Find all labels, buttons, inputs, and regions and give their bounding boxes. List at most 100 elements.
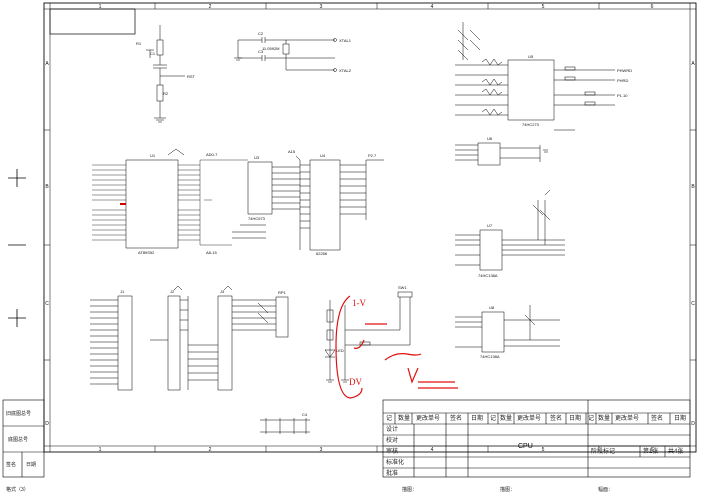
j3-label: J3 (220, 289, 225, 294)
sheet-total: 共4张 (668, 449, 684, 455)
sw1-label: SW1 (398, 285, 407, 290)
crystal-freq-label: 11.0592M (262, 46, 280, 51)
xtal2-label: XTAL2 (339, 68, 352, 73)
hdr-14: 签名 (651, 416, 664, 422)
u4-label: U4 (320, 153, 326, 158)
xtal1-label: XTAL1 (339, 38, 352, 43)
j1-label: J1 (120, 289, 125, 294)
phrd-label: PHRD (617, 78, 628, 83)
hdr-7: 数量 (500, 416, 513, 422)
row-approve: 批准 (386, 471, 399, 477)
c2-label: C2 (258, 31, 264, 36)
col-1-top: 1 (99, 4, 102, 10)
hdr-13: 更改单号 (615, 416, 640, 422)
row-design: 设计 (386, 427, 399, 433)
decoupling-caps (260, 418, 310, 434)
hdr-5: 日期 (471, 416, 484, 422)
row-check: 校对 (386, 438, 399, 444)
sheet-inner-border (43, 2, 697, 453)
signature-label: 签名 (6, 462, 17, 468)
col-6-bottom: 6 (651, 447, 654, 453)
row-a-left: A (45, 61, 49, 67)
u1-part: AT89S52 (138, 250, 155, 255)
hdr-6: 记 (490, 416, 497, 422)
u7-block (455, 189, 565, 271)
sheet-border (43, 2, 697, 453)
phwrd-label: PHWRD (617, 68, 632, 73)
r2-label: R2 (163, 91, 169, 96)
j3-block (187, 285, 276, 391)
u1-red-mark (120, 203, 126, 205)
hdr-15: 日期 (674, 416, 687, 422)
paper-size-label: 幅面： (598, 487, 614, 493)
col-5-top: 5 (542, 4, 545, 10)
col-4-top: 4 (431, 4, 434, 10)
a15-label: A15 (288, 149, 296, 154)
row-b-left: B (45, 184, 49, 190)
rst-label: RST (187, 74, 196, 79)
hdr-2: 数量 (398, 416, 411, 422)
u7-label: U7 (487, 223, 493, 228)
c1-label: C1 (150, 51, 156, 56)
j1-block (90, 295, 133, 391)
row-a-right: A (691, 61, 695, 67)
tracing-label-2: 描图： (500, 487, 516, 493)
drawing-title: CPU (518, 443, 533, 450)
hdr-11: 记 (588, 416, 595, 422)
handwritten-annotations (335, 295, 458, 399)
row-review: 审核 (386, 449, 399, 455)
row-d-left: D (45, 421, 49, 427)
col-6-top: 6 (651, 4, 654, 10)
j2-label: J2 (170, 289, 175, 294)
rp1-label: RP1 (278, 290, 287, 295)
u3-label: U3 (254, 155, 260, 160)
u7-part: 74HC138A (478, 273, 498, 278)
row-c-right: C (691, 301, 695, 307)
hdr-10: 日期 (569, 416, 582, 422)
title-block (382, 399, 691, 478)
stage-mark: 阶段标记 (591, 449, 616, 455)
col-2-bottom: 2 (209, 447, 212, 453)
u3-part: 74HC573 (248, 216, 266, 221)
top-zone-ticks (44, 3, 696, 452)
hdr-4: 签名 (450, 416, 463, 422)
c4-label: C4 (302, 412, 308, 417)
handwritten-note-1v: 1-V (352, 298, 366, 308)
row-standard: 标准化 (386, 460, 405, 466)
r1-label: R1 (136, 41, 142, 46)
u6-label: U6 (487, 136, 493, 141)
rp1-block (257, 296, 289, 338)
tracing-label-1: 描图： (402, 487, 418, 493)
col-2-top: 2 (209, 4, 212, 10)
row-c-left: C (45, 301, 49, 307)
sheet-number: 第1张 (643, 449, 659, 455)
u5-block (455, 22, 615, 131)
led-switch-block (324, 291, 413, 383)
reset-circuit (146, 25, 185, 123)
u3-block (232, 161, 300, 239)
hdr-3: 更改单号 (416, 416, 441, 422)
handwritten-note-dv: DV (349, 377, 362, 387)
date-label: 日期 (26, 462, 37, 468)
col-1-bottom: 1 (99, 447, 102, 453)
u1-pins (92, 159, 248, 246)
hdr-12: 数量 (598, 416, 611, 422)
hdr-9: 签名 (550, 416, 563, 422)
row-d-right: D (691, 421, 695, 427)
hdr-1: 记 (386, 416, 393, 422)
col-3-bottom: 3 (320, 447, 323, 453)
left-title-strip (2, 399, 45, 478)
col-5-bottom: 5 (542, 447, 545, 453)
u1-block (125, 148, 185, 249)
ad07-label: AD0-7 (206, 152, 218, 157)
c3-label: C3 (258, 49, 264, 54)
u6-block (455, 142, 548, 166)
u8-label: U8 (489, 305, 495, 310)
registration-marks (8, 169, 26, 327)
col-4-bottom: 4 (431, 447, 434, 453)
crystal-circuit (234, 37, 337, 72)
a815-label: A8-15 (206, 250, 217, 255)
col-3-top: 3 (320, 4, 323, 10)
